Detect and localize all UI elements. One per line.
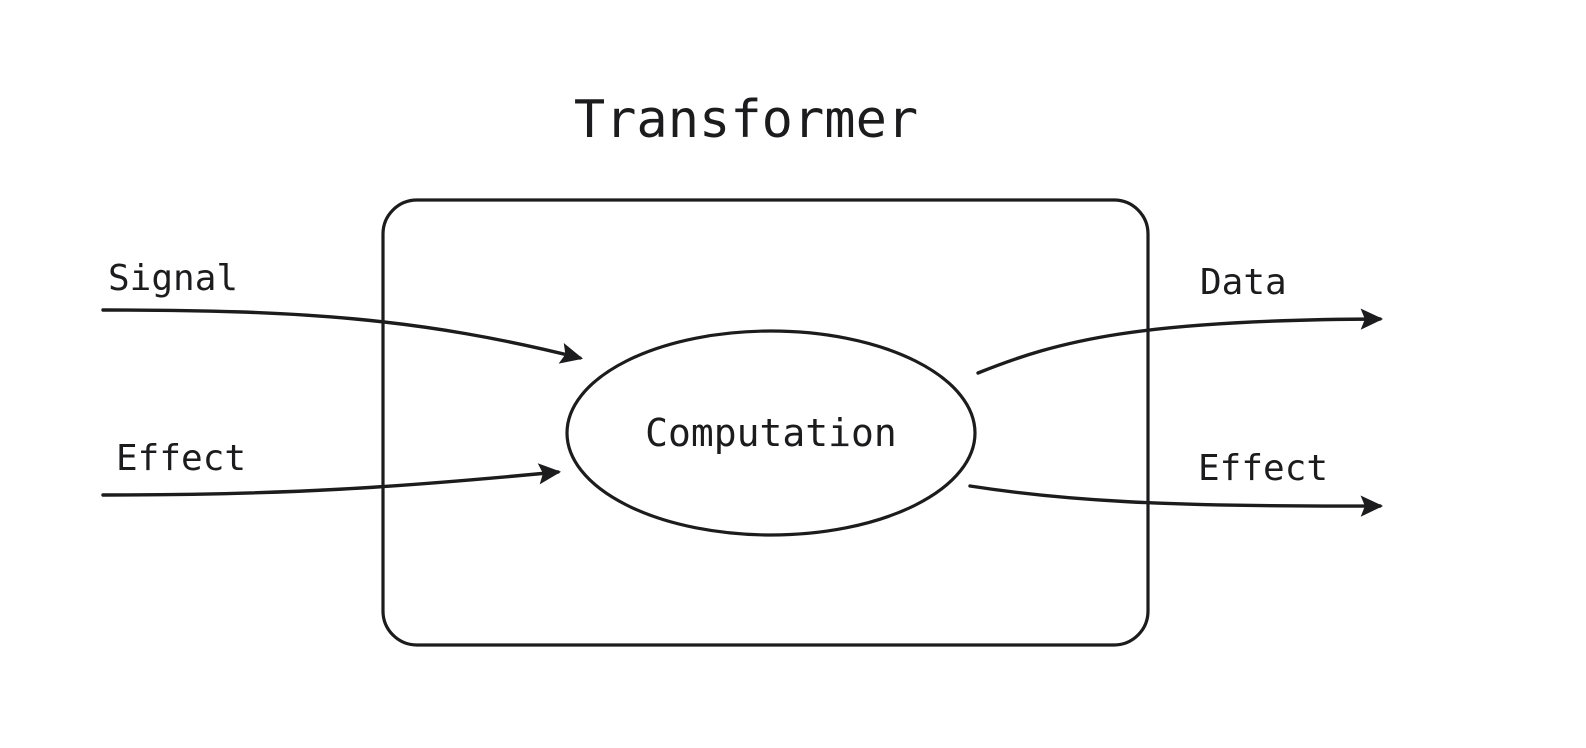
data-output-edge bbox=[976, 308, 1384, 375]
diagram-title: Transformer bbox=[574, 90, 918, 150]
signal-input-label: Signal bbox=[108, 258, 238, 299]
signal-input-edge bbox=[101, 308, 583, 364]
effect-output-edge bbox=[968, 484, 1384, 517]
effect-input-label: Effect bbox=[116, 438, 246, 479]
effect-output-label: Effect bbox=[1198, 448, 1328, 489]
computation-node bbox=[565, 329, 977, 537]
transformer-boundary bbox=[381, 198, 1150, 647]
computation-node-label: Computation bbox=[645, 411, 897, 455]
data-output-label: Data bbox=[1200, 262, 1287, 303]
effect-input-edge bbox=[101, 463, 562, 497]
